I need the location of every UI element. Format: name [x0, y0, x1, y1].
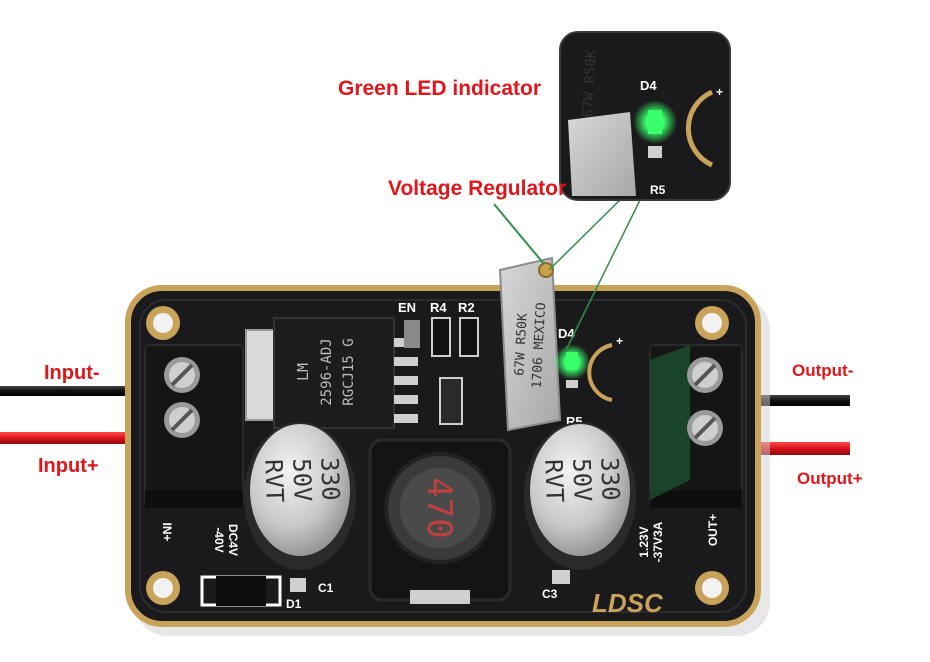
svg-text:+: +	[716, 85, 723, 99]
silk-c3: C3	[542, 587, 558, 601]
silk-c1: C1	[318, 581, 334, 595]
smd-components	[404, 317, 479, 425]
silk-out-range: 1.23V	[637, 526, 651, 557]
output-terminal-block	[649, 344, 743, 508]
chip-part-text: 2596-ADJ	[319, 338, 335, 405]
input-plus-wire	[0, 432, 150, 444]
cap-left-voltage: 50V	[287, 458, 316, 502]
silk-dc-range-2: -40V	[212, 527, 226, 552]
pot-marking-1: 67W R50K	[512, 313, 530, 376]
led-zoom-inset: 67W R50K D4 + R5	[548, 31, 731, 351]
silk-d4: D4	[558, 326, 575, 341]
svg-text:+: +	[616, 334, 623, 348]
potentiometer: 67W R50K 1706 MEXICO	[498, 256, 562, 432]
inductor: 470	[368, 438, 512, 604]
silk-dc-range: DC4V	[226, 524, 240, 556]
cap-left-series: RVT	[259, 459, 288, 503]
silk-en: EN	[398, 300, 416, 315]
bottom-parts	[200, 570, 570, 607]
cap-right-series: RVT	[539, 459, 568, 503]
cap-right-voltage: 50V	[567, 458, 596, 502]
chip-lot-text: RGCJ15 G	[341, 338, 357, 405]
silk-out-range-2: -37V3A	[651, 521, 665, 562]
input-terminal-block	[144, 344, 244, 508]
pot-pointer	[493, 203, 545, 265]
chip-brand-text: LM	[294, 363, 312, 381]
silk-r4: R4	[430, 300, 447, 315]
lm2596-chip: LM 2596-ADJ RGCJ15 G	[245, 317, 418, 429]
cap-left-value: 330	[315, 457, 344, 501]
silk-d1: D1	[286, 597, 302, 611]
svg-text:D4: D4	[640, 78, 657, 93]
capacitor-right: 330 50V RVT	[524, 422, 636, 570]
silk-in-plus: IN+	[160, 522, 174, 541]
silk-out-plus: OUT+	[706, 514, 720, 546]
cap-right-value: 330	[595, 457, 624, 501]
label-output-plus: Output+	[797, 469, 863, 488]
silk-r2: R2	[458, 300, 475, 315]
label-input-plus: Input+	[38, 455, 99, 477]
svg-text:67W R50K: 67W R50K	[580, 49, 600, 118]
label-output-minus: Output-	[792, 361, 854, 380]
mounting-holes	[146, 306, 729, 605]
output-minus-wire	[740, 395, 850, 406]
board-led: D4 + R5	[554, 326, 623, 429]
wires	[0, 386, 850, 455]
input-minus-wire	[0, 386, 150, 396]
pot-marking-2: 1706 MEXICO	[530, 302, 549, 389]
svg-text:R5: R5	[650, 183, 666, 197]
capacitor-left: 330 50V RVT	[244, 422, 356, 570]
brand-logo: LDSC	[592, 588, 664, 618]
inductor-marking: 470	[419, 477, 459, 538]
label-input-minus: Input-	[44, 362, 100, 384]
label-green-led: Green LED indicator	[338, 77, 542, 100]
label-voltage-regulator: Voltage Regulator	[388, 177, 567, 200]
